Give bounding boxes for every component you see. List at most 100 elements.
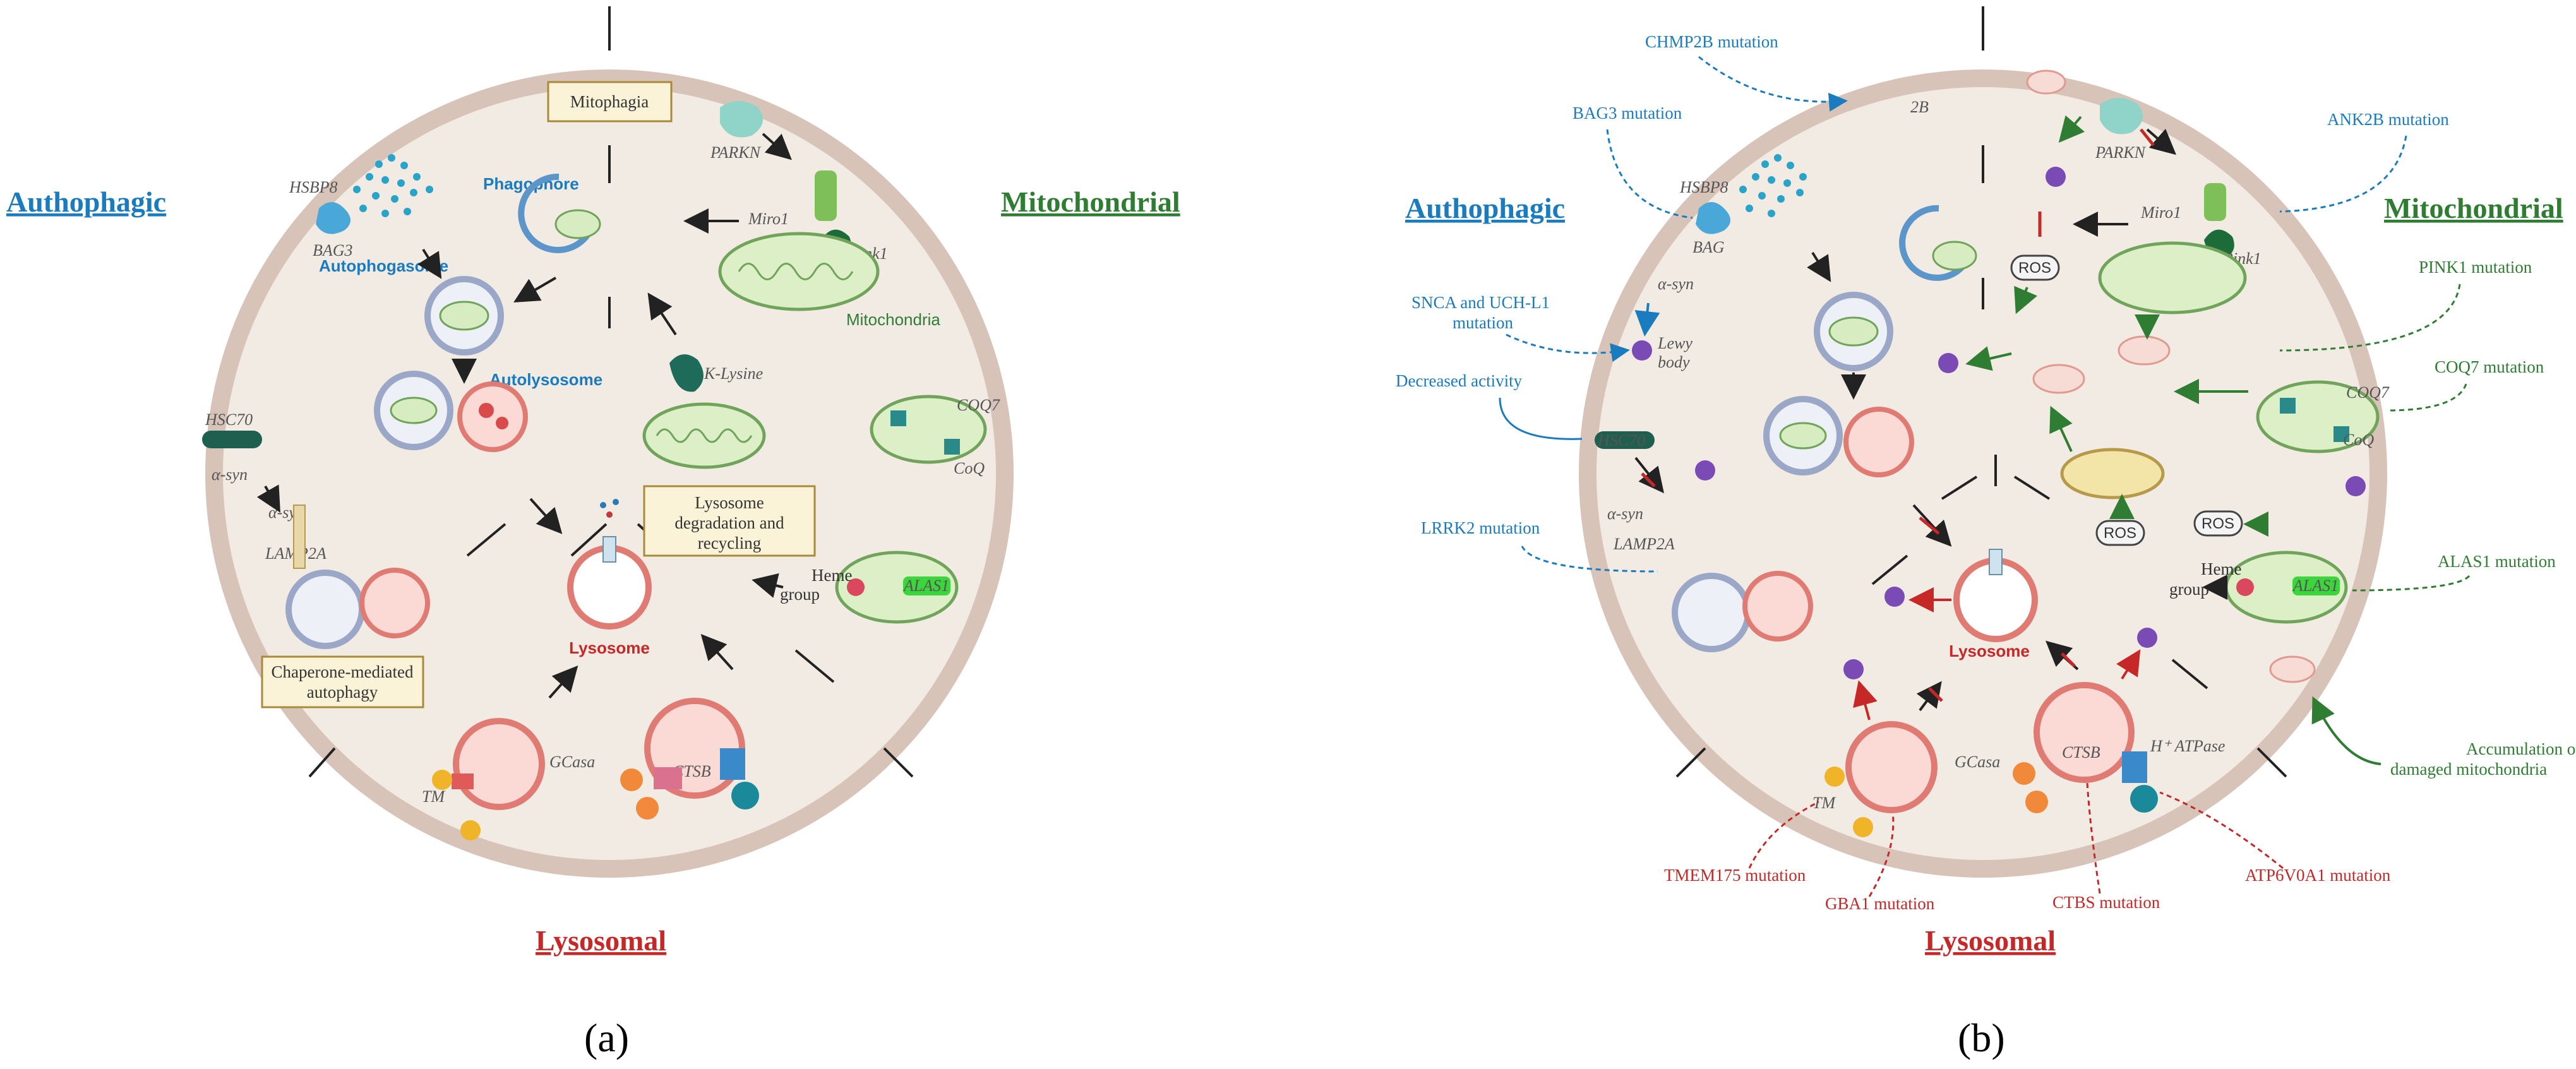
arrow	[762, 133, 792, 160]
h-atpase-label: H⁺ ATPase	[2150, 737, 2225, 755]
lysosome-degradation-line1: Lysosome	[695, 493, 764, 512]
ca-ion-b	[2013, 762, 2035, 785]
arrow	[700, 634, 734, 671]
lewy-label-1: Lewy	[1657, 334, 1692, 352]
mitophagia-box	[547, 81, 673, 122]
puncta	[2046, 167, 2066, 187]
heme-label-2: group	[780, 585, 820, 604]
mitophagia-label: Mitophagia	[570, 92, 649, 111]
gcasa-label: GCasa	[549, 753, 595, 771]
ctsb-lysosome-b	[2034, 682, 2135, 783]
bag3-protein	[316, 202, 350, 234]
alas1-line	[2352, 575, 2471, 592]
lewy-label-2: body	[1658, 353, 1690, 371]
arrow	[647, 292, 677, 336]
heme-mito	[835, 551, 959, 624]
cma-vesicle-b	[1672, 573, 1751, 652]
ca-ion-b	[2025, 791, 2048, 813]
divider	[1675, 747, 1706, 778]
bag3-label: BAG3	[313, 241, 353, 260]
lrrk2-mutation: LRRK2 mutation	[1421, 518, 1540, 537]
puncta	[1695, 460, 1715, 481]
lysosome-channel-b	[1989, 549, 2003, 575]
ros-label-2: ROS	[2104, 525, 2136, 542]
heme-group-b	[2236, 578, 2254, 596]
arrow	[1853, 680, 1878, 720]
autolysosome-right-b	[1843, 407, 1914, 477]
arrow	[1912, 504, 1952, 547]
h-ion-b	[2130, 785, 2158, 813]
lysosome-degradation-box	[643, 485, 816, 557]
arrow	[548, 666, 578, 699]
k-ion-b	[1853, 817, 1873, 837]
autophagic-heading: Authophagic	[6, 186, 166, 218]
h-ion	[731, 782, 759, 809]
gcasa-lysosome-b	[1845, 721, 1938, 813]
panel-b: Authophagic Mitochondrial Lysosomal CHMP…	[1396, 6, 2576, 1060]
arrow	[1807, 251, 1831, 282]
k-ion-b	[1824, 767, 1845, 787]
autophagosome-mito-b	[1828, 316, 1879, 347]
particle	[600, 502, 606, 508]
ctsb-label-b: CTSB	[2062, 743, 2100, 761]
k-lysine-protein	[669, 354, 704, 392]
coq7-mutation: COQ7 mutation	[2435, 357, 2544, 376]
coq7-line	[2387, 383, 2467, 412]
two-b-label: 2B	[1910, 98, 1929, 116]
h-pump	[720, 748, 745, 780]
arrow	[256, 484, 280, 513]
hsbp8-label-b: HSBP8	[1679, 178, 1728, 196]
gcasa-lysosome	[453, 718, 545, 810]
ros-box-1	[2010, 254, 2060, 281]
ank2b-line	[2279, 135, 2407, 213]
phagophore-b	[1899, 205, 1974, 281]
divider	[308, 747, 336, 778]
autolysosome-mito	[390, 397, 438, 424]
mito-cristae	[656, 428, 753, 443]
accum-1: Accumulation of	[2466, 739, 2576, 758]
chaperone-box	[261, 655, 424, 708]
ctbs-mutation: CTBS mutation	[2052, 893, 2160, 912]
lamp2a-channel	[293, 505, 306, 569]
inhibit-bar	[2061, 652, 2076, 667]
hsbp8-cluster	[353, 154, 433, 217]
ros-box-3	[2193, 510, 2243, 537]
coq7-label: COQ7	[957, 396, 1000, 414]
hsc70-bar-b	[1595, 431, 1655, 449]
snca-line	[1506, 333, 1630, 362]
inhibit-bar	[1641, 472, 1656, 487]
lysosome-degradation-line2: degradation and	[674, 513, 784, 532]
divider	[883, 747, 914, 778]
tmem175-line	[1748, 801, 1819, 869]
divider	[1941, 475, 1978, 500]
miro1-protein	[815, 170, 837, 221]
decreased-activity: Decreased activity	[1396, 371, 1523, 390]
puncta	[2345, 476, 2366, 496]
bag3-line	[1606, 129, 1693, 219]
miro1-protein-b	[2204, 183, 2226, 221]
ros-label-1: ROS	[2018, 260, 2051, 277]
heme-label-b2: group	[2169, 580, 2209, 599]
mitochondria-b	[2098, 241, 2247, 314]
miro1-label-b: Miro1	[2140, 203, 2181, 222]
coq7-protein	[890, 410, 906, 426]
particle	[606, 511, 613, 518]
arrow	[417, 248, 442, 279]
coq-protein-b	[2333, 426, 2349, 442]
asyn-label-b2: α-syn	[1607, 505, 1643, 523]
arrow	[1634, 302, 1660, 337]
atp-line	[2159, 791, 2284, 869]
divider	[2171, 659, 2208, 690]
arrow	[1965, 346, 2012, 371]
coq-label: CoQ	[954, 459, 985, 477]
cma-lysosome	[359, 568, 430, 638]
damaged-mito	[2032, 364, 2085, 394]
alas1-label: ALAS1	[902, 576, 949, 595]
pink1-mutation: PINK1 mutation	[2419, 258, 2532, 277]
ca-ion	[636, 797, 659, 820]
lysosome-degradation-line3: recycling	[698, 534, 761, 552]
parkn-label-b: PARKN	[2095, 143, 2147, 162]
divider	[794, 649, 835, 683]
coq7-protein-b	[2280, 398, 2296, 414]
fused-mito	[2060, 448, 2165, 499]
